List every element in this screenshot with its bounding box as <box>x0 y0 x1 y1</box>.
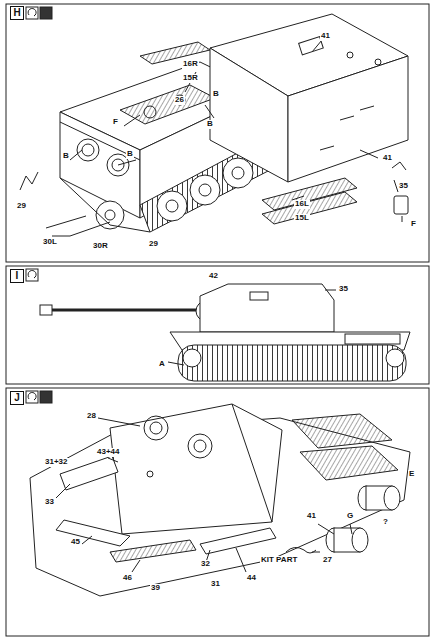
callout-number: 15L <box>294 214 310 223</box>
callout-number: 28 <box>86 412 97 421</box>
callout-number: A <box>158 360 166 369</box>
step-letter: J <box>10 391 24 405</box>
callout-number: F <box>112 118 119 127</box>
handle-part <box>392 162 406 170</box>
callout-number: 30R <box>92 242 109 251</box>
callout-number: 44 <box>246 574 257 583</box>
step-letter-text: I <box>16 271 19 281</box>
step-letter: H <box>10 6 24 20</box>
callout-number: 35 <box>338 285 349 294</box>
callout-number: 45 <box>70 538 81 547</box>
callout-number: B <box>62 152 70 161</box>
callout-number: KIT PART <box>260 556 298 565</box>
callout-number: 41 <box>306 512 317 521</box>
callout-number: F <box>410 220 417 229</box>
callout-number: 31+32 <box>44 458 68 467</box>
grille-part <box>262 192 357 224</box>
step-icon <box>26 7 38 19</box>
callout-number: 43+44 <box>96 448 120 457</box>
handle-part <box>20 172 38 190</box>
callout-number: 27 <box>322 556 333 565</box>
callout-number: 41 <box>382 154 393 163</box>
callout-number: 32 <box>200 560 211 569</box>
step-icon <box>28 270 36 278</box>
callout-number: 31 <box>210 580 221 589</box>
panel-frame <box>6 388 429 636</box>
step-icon <box>28 392 36 400</box>
callout-number: 33 <box>44 498 55 507</box>
step-icon <box>26 269 38 281</box>
callout-number: 35 <box>398 182 409 191</box>
step-icon <box>40 7 52 19</box>
panel-frame <box>6 4 429 262</box>
grille-part <box>140 42 210 64</box>
callout-number: E <box>408 470 415 479</box>
callout-number: 26 <box>174 96 185 105</box>
callout-number: 46 <box>122 574 133 583</box>
callout-number: B <box>206 120 214 129</box>
callout-number: 15R <box>182 74 199 83</box>
step-icon <box>40 391 52 403</box>
step-letter: I <box>10 269 24 283</box>
callout-number: 42 <box>208 272 219 281</box>
callout-number: 30L <box>42 238 58 247</box>
step-icon <box>26 391 38 403</box>
step-icon <box>28 8 36 16</box>
callout-number: G <box>346 512 354 521</box>
callout-number: 29 <box>16 202 27 211</box>
callout-number: ? <box>382 518 389 527</box>
panel-frame <box>6 266 429 384</box>
side-view <box>40 284 410 381</box>
superstructure <box>210 14 408 182</box>
callout-number: 16L <box>294 200 310 209</box>
top-view <box>30 404 410 596</box>
tow-cable-part <box>46 216 110 236</box>
callout-number: 41 <box>320 32 331 41</box>
callout-number: B <box>126 150 134 159</box>
callout-number: B <box>212 90 220 99</box>
step-letter-text: J <box>14 393 20 403</box>
callout-number: 39 <box>150 584 161 593</box>
box-part <box>394 196 408 214</box>
step-letter-text: H <box>13 8 20 18</box>
callout-number: 16R <box>182 60 199 69</box>
callout-number: 29 <box>148 240 159 249</box>
